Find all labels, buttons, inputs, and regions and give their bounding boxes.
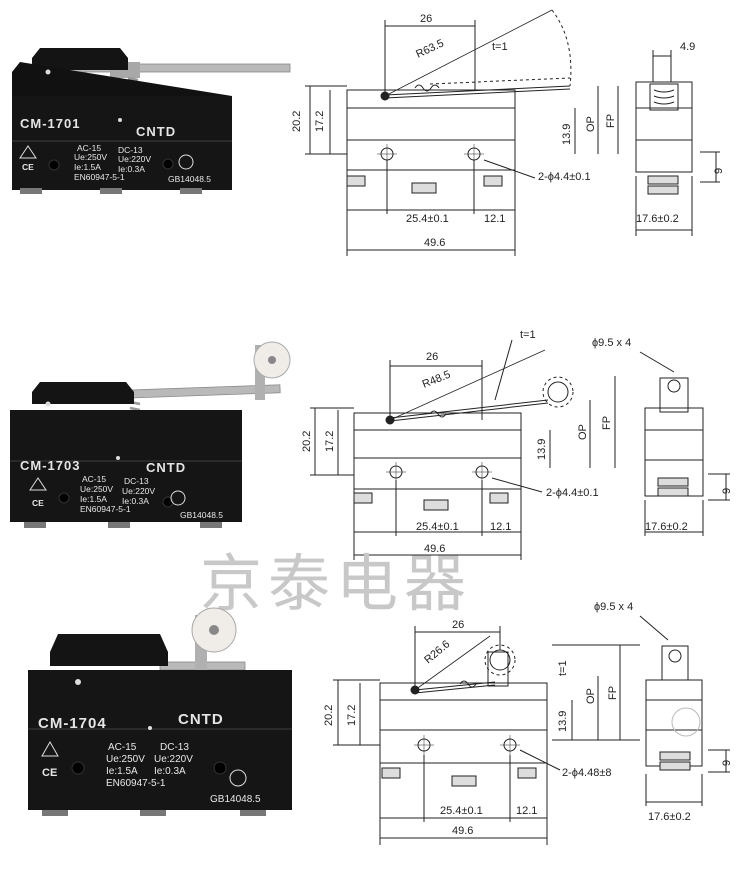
dim-roller: ϕ9.5 x 4 (594, 601, 633, 613)
dim-13-9: 13.9 (536, 439, 548, 460)
dim-25-4: 25.4±0.1 (416, 521, 459, 533)
svg-text:CE: CE (42, 767, 57, 779)
dim-25-4: 25.4±0.1 (406, 213, 449, 225)
brand-label: CNTD (146, 460, 186, 475)
ac-rating: AC-15 (108, 742, 137, 753)
brand-label: CNTD (178, 711, 224, 728)
dim-20-2: 20.2 (323, 705, 335, 726)
dim-hole: 2-ϕ4.48±8 (562, 767, 612, 779)
model-label: CM-1704 (38, 715, 107, 732)
standard: EN60947-5-1 (80, 504, 131, 514)
ue-dc: Ue:220V (118, 154, 151, 164)
side-drawing-3 (639, 615, 730, 806)
ue-dc: Ue:220V (122, 486, 155, 496)
model-label: CM-1701 (20, 116, 80, 131)
dim-hole: 2-ϕ4.4±0.1 (546, 487, 599, 499)
dim-49-6: 49.6 (424, 543, 445, 555)
dim-17-6: 17.6±0.2 (636, 213, 679, 225)
dim-26: 26 (452, 619, 464, 631)
dim-26: 26 (420, 13, 432, 25)
dim-17-6: 17.6±0.2 (648, 811, 691, 823)
dim-op: OP (577, 424, 589, 440)
dim-20-2: 20.2 (291, 111, 303, 132)
dc-rating: DC-13 (118, 145, 143, 155)
dim-9: 9 (721, 488, 733, 494)
dc-rating: DC-13 (124, 476, 149, 486)
dim-fp: FP (601, 416, 613, 430)
side-drawing-2 (639, 351, 730, 536)
ie-dc: Ie:0.3A (122, 496, 149, 506)
front-dims-3: 26 R26.6 t=1 20.2 17.2 13.9 OP FP 2-ϕ4.4… (323, 619, 619, 837)
dim-26: 26 (426, 351, 438, 363)
ie-ac: Ie:1.5A (74, 162, 101, 172)
dim-12-1: 12.1 (490, 521, 511, 533)
dim-12-1: 12.1 (484, 213, 505, 225)
dim-13-9: 13.9 (561, 124, 573, 145)
ie-dc: Ie:0.3A (118, 164, 145, 174)
gb-standard: GB14048.5 (180, 510, 223, 520)
dim-thickness: t=1 (520, 329, 536, 341)
dim-49-6: 49.6 (452, 825, 473, 837)
ie-dc: Ie:0.3A (154, 766, 186, 777)
ac-rating: AC-15 (77, 143, 101, 153)
side-dims-2: ϕ9.5 x 4 17.6±0.2 9 (592, 337, 733, 533)
dim-thickness: t=1 (492, 41, 508, 53)
dim-17-6: 17.6±0.2 (645, 521, 688, 533)
ie-ac: Ie:1.5A (106, 766, 138, 777)
switch-photo-2: CM-1703 CNTD CE AC-15 DC-13 Ue:250V Ue:2… (10, 341, 291, 528)
svg-text:CE: CE (22, 162, 34, 172)
gb-standard: GB14048.5 (168, 174, 211, 184)
dim-12-1: 12.1 (516, 805, 537, 817)
dim-op: OP (585, 688, 597, 704)
dim-fp: FP (607, 686, 619, 700)
dim-9: 9 (713, 168, 725, 174)
dim-9: 9 (721, 760, 733, 766)
dc-rating: DC-13 (160, 742, 189, 753)
ue-ac: Ue:250V (106, 754, 145, 765)
standard: EN60947-5-1 (74, 172, 125, 182)
ie-ac: Ie:1.5A (80, 494, 107, 504)
side-drawing-1 (635, 50, 720, 236)
dim-13-9: 13.9 (557, 711, 569, 732)
ue-dc: Ue:220V (154, 754, 193, 765)
front-drawing-2 (310, 339, 616, 560)
dim-17-2: 17.2 (346, 705, 358, 726)
watermark: 京泰电器 (200, 547, 472, 620)
side-dims-3: ϕ9.5 x 4 17.6±0.2 9 (594, 601, 733, 823)
front-drawing-3 (333, 626, 640, 845)
dim-25-4: 25.4±0.1 (440, 805, 483, 817)
dim-radius: R48.5 (421, 369, 453, 391)
dim-thickness: t=1 (557, 660, 569, 676)
ue-ac: Ue:250V (74, 152, 107, 162)
dim-17-2: 17.2 (324, 431, 336, 452)
dim-49-6: 49.6 (424, 237, 445, 249)
ac-rating: AC-15 (82, 474, 106, 484)
brand-label: CNTD (136, 124, 176, 139)
dim-fp: FP (605, 114, 617, 128)
gb-standard: GB14048.5 (210, 794, 261, 805)
dim-20-2: 20.2 (301, 431, 313, 452)
switch-photo-3: CM-1704 CNTD CE AC-15 DC-13 Ue:250V Ue:2… (28, 607, 292, 816)
dim-17-2: 17.2 (314, 111, 326, 132)
dim-op: OP (585, 116, 597, 132)
front-dims-1: 26 R63.5 t=1 20.2 17.2 13.9 OP FP 2-ϕ4.4… (291, 13, 617, 249)
dim-4-9: 4.9 (680, 41, 695, 53)
dim-hole: 2-ϕ4.4±0.1 (538, 171, 591, 183)
switch-photo-1: CM-1701 CNTD CE AC-15 DC-13 Ue:250V Ue:2… (12, 48, 291, 194)
side-dims-1: 4.9 17.6±0.2 9 (636, 41, 725, 225)
dim-radius: R63.5 (414, 37, 446, 60)
ue-ac: Ue:250V (80, 484, 113, 494)
dim-roller: ϕ9.5 x 4 (592, 337, 631, 349)
model-label: CM-1703 (20, 458, 80, 473)
dim-radius: R26.6 (422, 638, 452, 666)
standard: EN60947-5-1 (106, 778, 166, 789)
front-drawing-1 (305, 9, 619, 256)
front-dims-2: 26 R48.5 t=1 20.2 17.2 13.9 OP FP 2-ϕ4.4… (301, 329, 613, 555)
svg-text:CE: CE (32, 498, 44, 508)
